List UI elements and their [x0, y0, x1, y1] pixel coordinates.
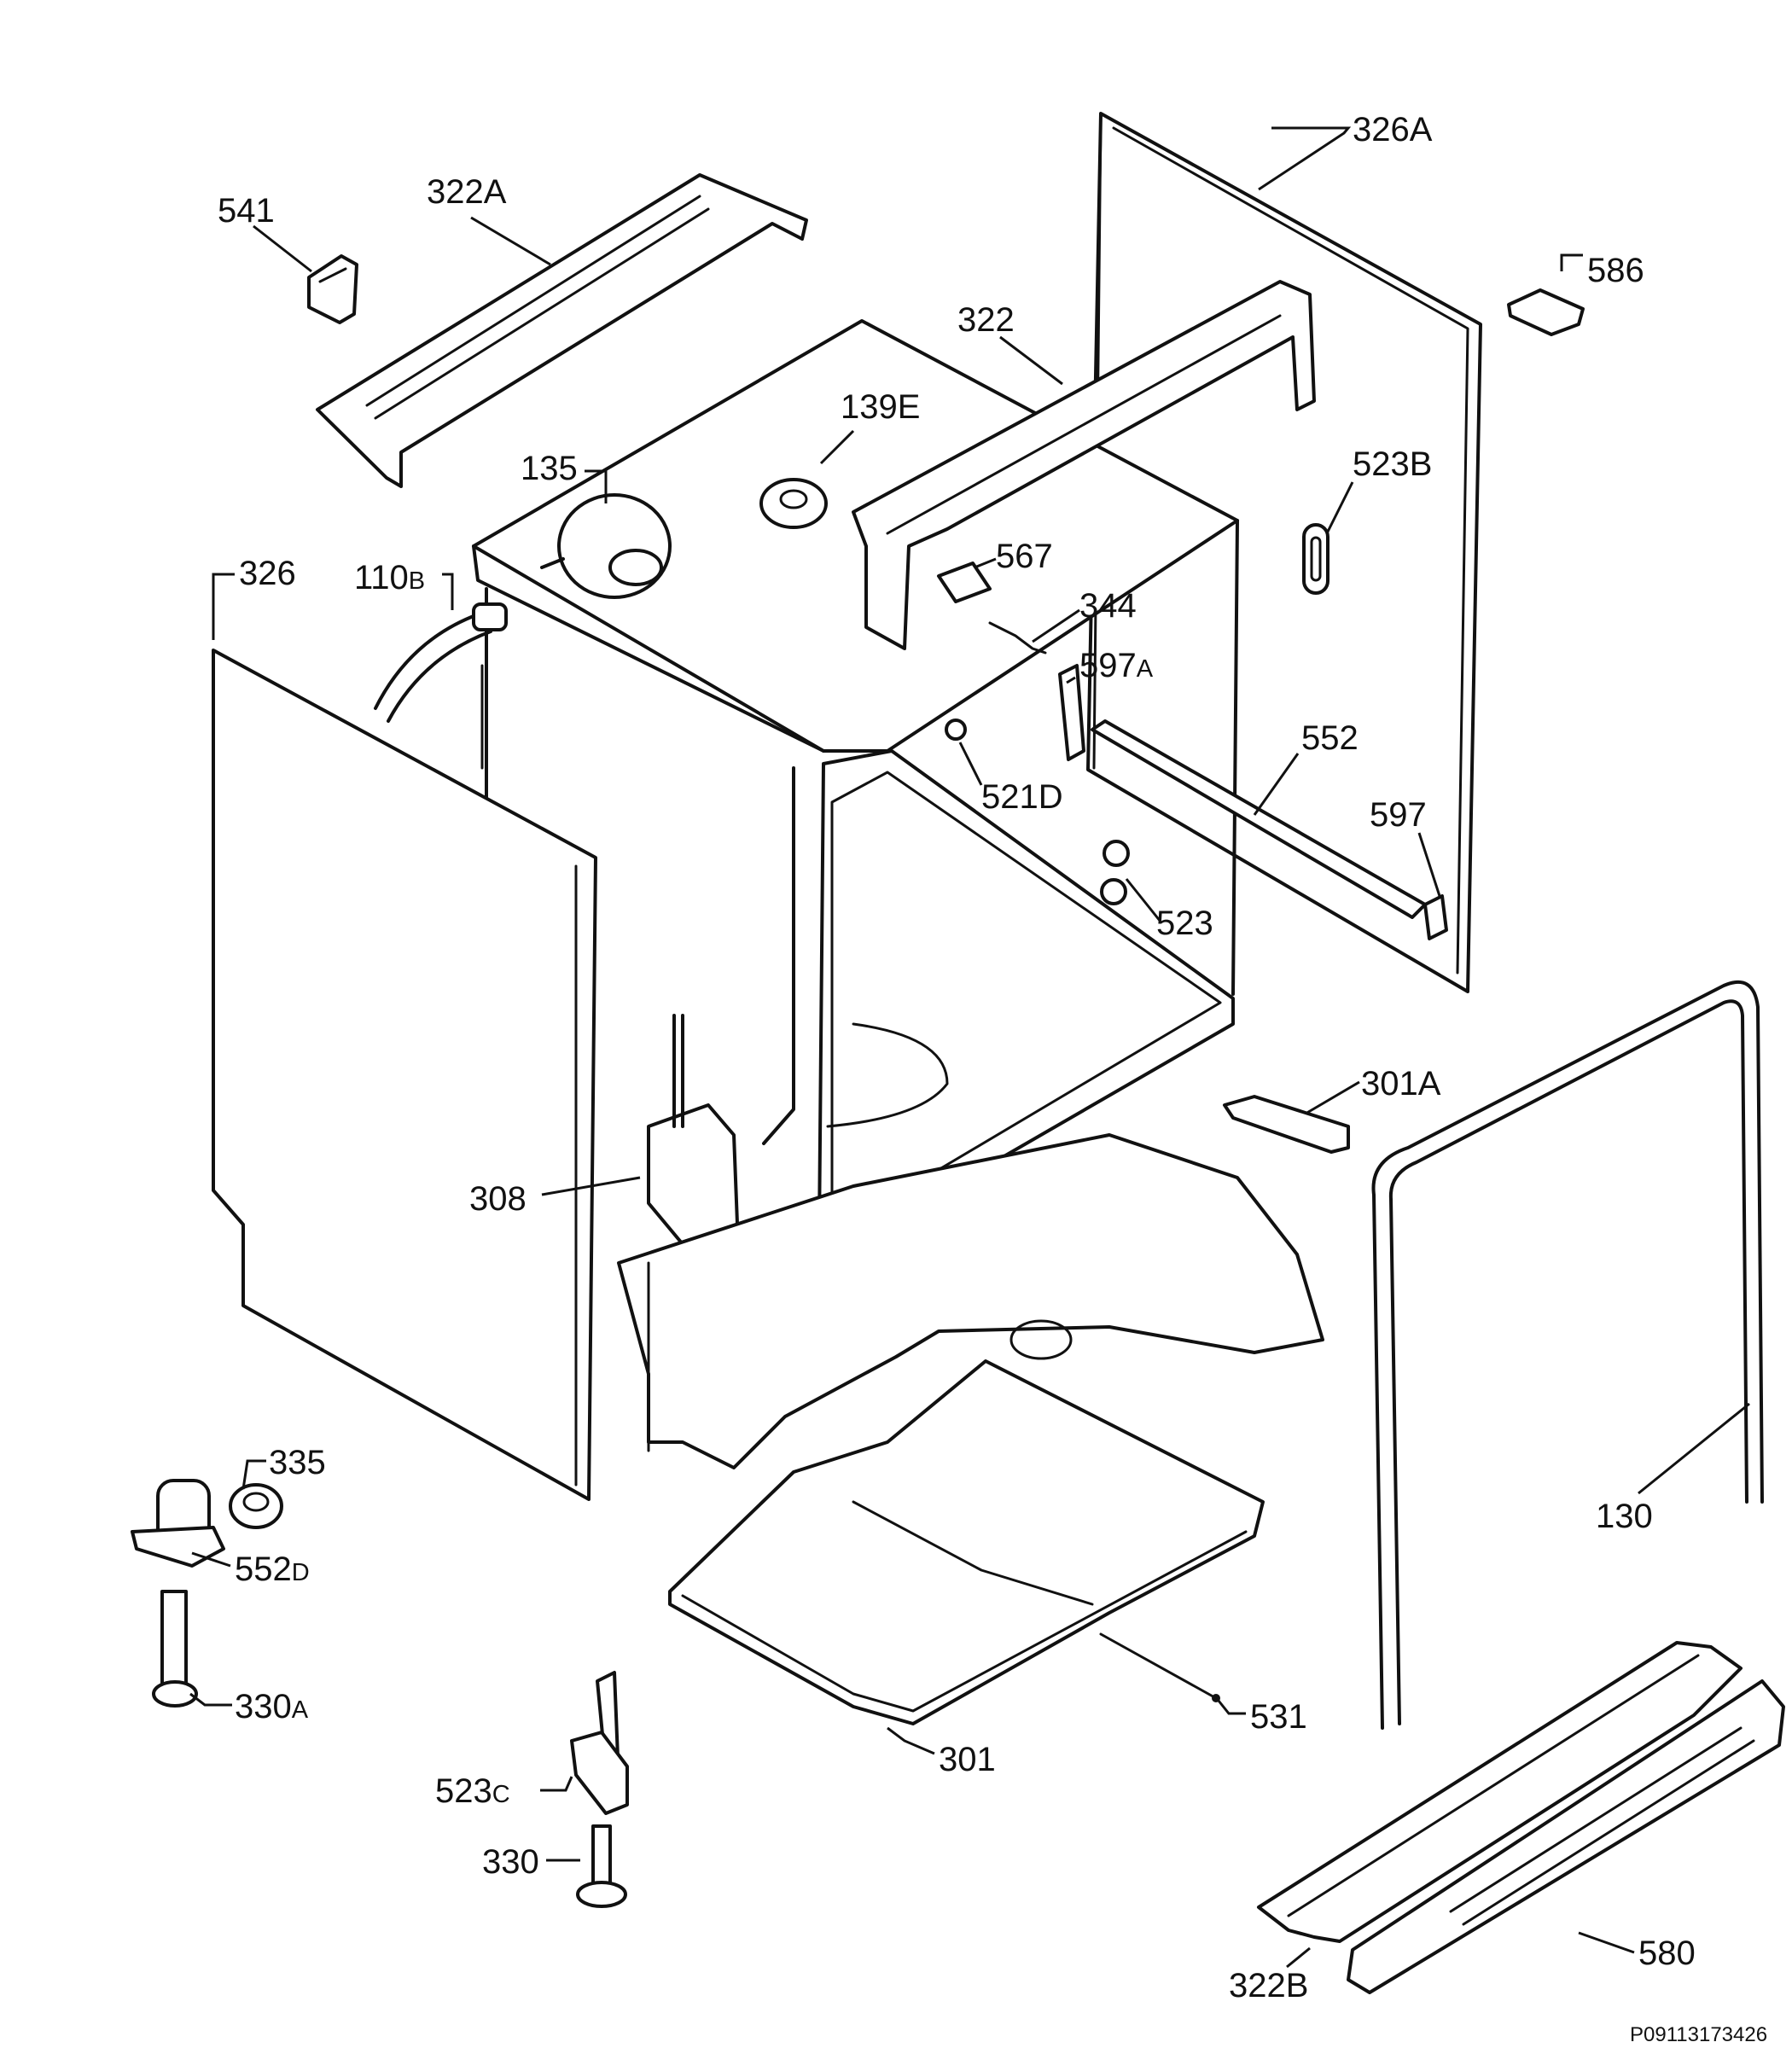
part-110B-hose	[374, 602, 508, 770]
label-301: 301	[939, 1741, 996, 1778]
part-521D-nut	[945, 719, 967, 741]
part-344-spring	[988, 621, 1047, 655]
part-326-side-panel	[212, 649, 597, 1501]
part-330-screw	[576, 1824, 627, 1908]
label-523C: 523C	[435, 1772, 510, 1810]
label-567: 567	[996, 538, 1053, 575]
part-541-clip	[307, 254, 358, 324]
part-135-dispenser	[540, 493, 672, 599]
part-139E-cap	[759, 478, 828, 529]
label-110B: 110B	[354, 559, 425, 596]
part-523B-grommet	[1302, 523, 1329, 595]
reference-code: P09113173426	[1630, 2023, 1767, 2046]
label-135: 135	[521, 450, 578, 487]
part-335-gear	[229, 1483, 283, 1529]
label-580: 580	[1638, 1935, 1696, 1972]
part-322-top-rear-rail	[852, 280, 1316, 650]
label-301A: 301A	[1361, 1065, 1441, 1103]
label-586: 586	[1587, 252, 1644, 289]
label-552: 552	[1301, 719, 1359, 757]
label-523: 523	[1156, 905, 1213, 942]
label-326: 326	[239, 555, 296, 592]
label-322A: 322A	[427, 173, 507, 211]
leader-lines	[189, 126, 1750, 1969]
part-531-pin	[1099, 1632, 1220, 1702]
label-521D: 521D	[981, 778, 1063, 816]
label-308: 308	[469, 1180, 527, 1218]
part-597A-guide	[1058, 664, 1085, 761]
label-330A: 330A	[235, 1688, 309, 1725]
part-308-hinge	[647, 1014, 740, 1265]
part-322A-top-rail	[316, 173, 808, 488]
label-139E: 139E	[841, 388, 920, 426]
part-523C-bracket	[570, 1671, 629, 1815]
label-344: 344	[1079, 587, 1137, 625]
part-586-bracket	[1507, 288, 1585, 336]
part-567-latch	[937, 561, 992, 603]
label-330: 330	[482, 1843, 539, 1881]
base-frame	[617, 1133, 1324, 1469]
label-523B: 523B	[1353, 445, 1432, 483]
part-130-gasket	[1371, 980, 1764, 1730]
label-130: 130	[1596, 1498, 1653, 1535]
part-322B-rail	[1257, 1641, 1743, 1943]
label-597A: 597A	[1079, 647, 1154, 684]
part-552-rail	[1091, 719, 1448, 940]
label-322B: 322B	[1229, 1967, 1308, 2004]
label-597: 597	[1370, 796, 1427, 834]
label-531: 531	[1250, 1698, 1307, 1736]
part-523-rollers	[1100, 840, 1130, 905]
label-552D: 552D	[235, 1551, 310, 1588]
label-335: 335	[269, 1444, 326, 1481]
label-541: 541	[218, 192, 275, 230]
part-552D-motor	[131, 1479, 225, 1568]
label-326A: 326A	[1353, 111, 1433, 148]
part-580-kick-plate	[1347, 1679, 1785, 1994]
part-330A-screw	[152, 1590, 198, 1708]
label-322: 322	[957, 301, 1015, 339]
part-301-base-tray	[668, 1359, 1265, 1725]
part-301A-bracket	[1223, 1095, 1350, 1154]
